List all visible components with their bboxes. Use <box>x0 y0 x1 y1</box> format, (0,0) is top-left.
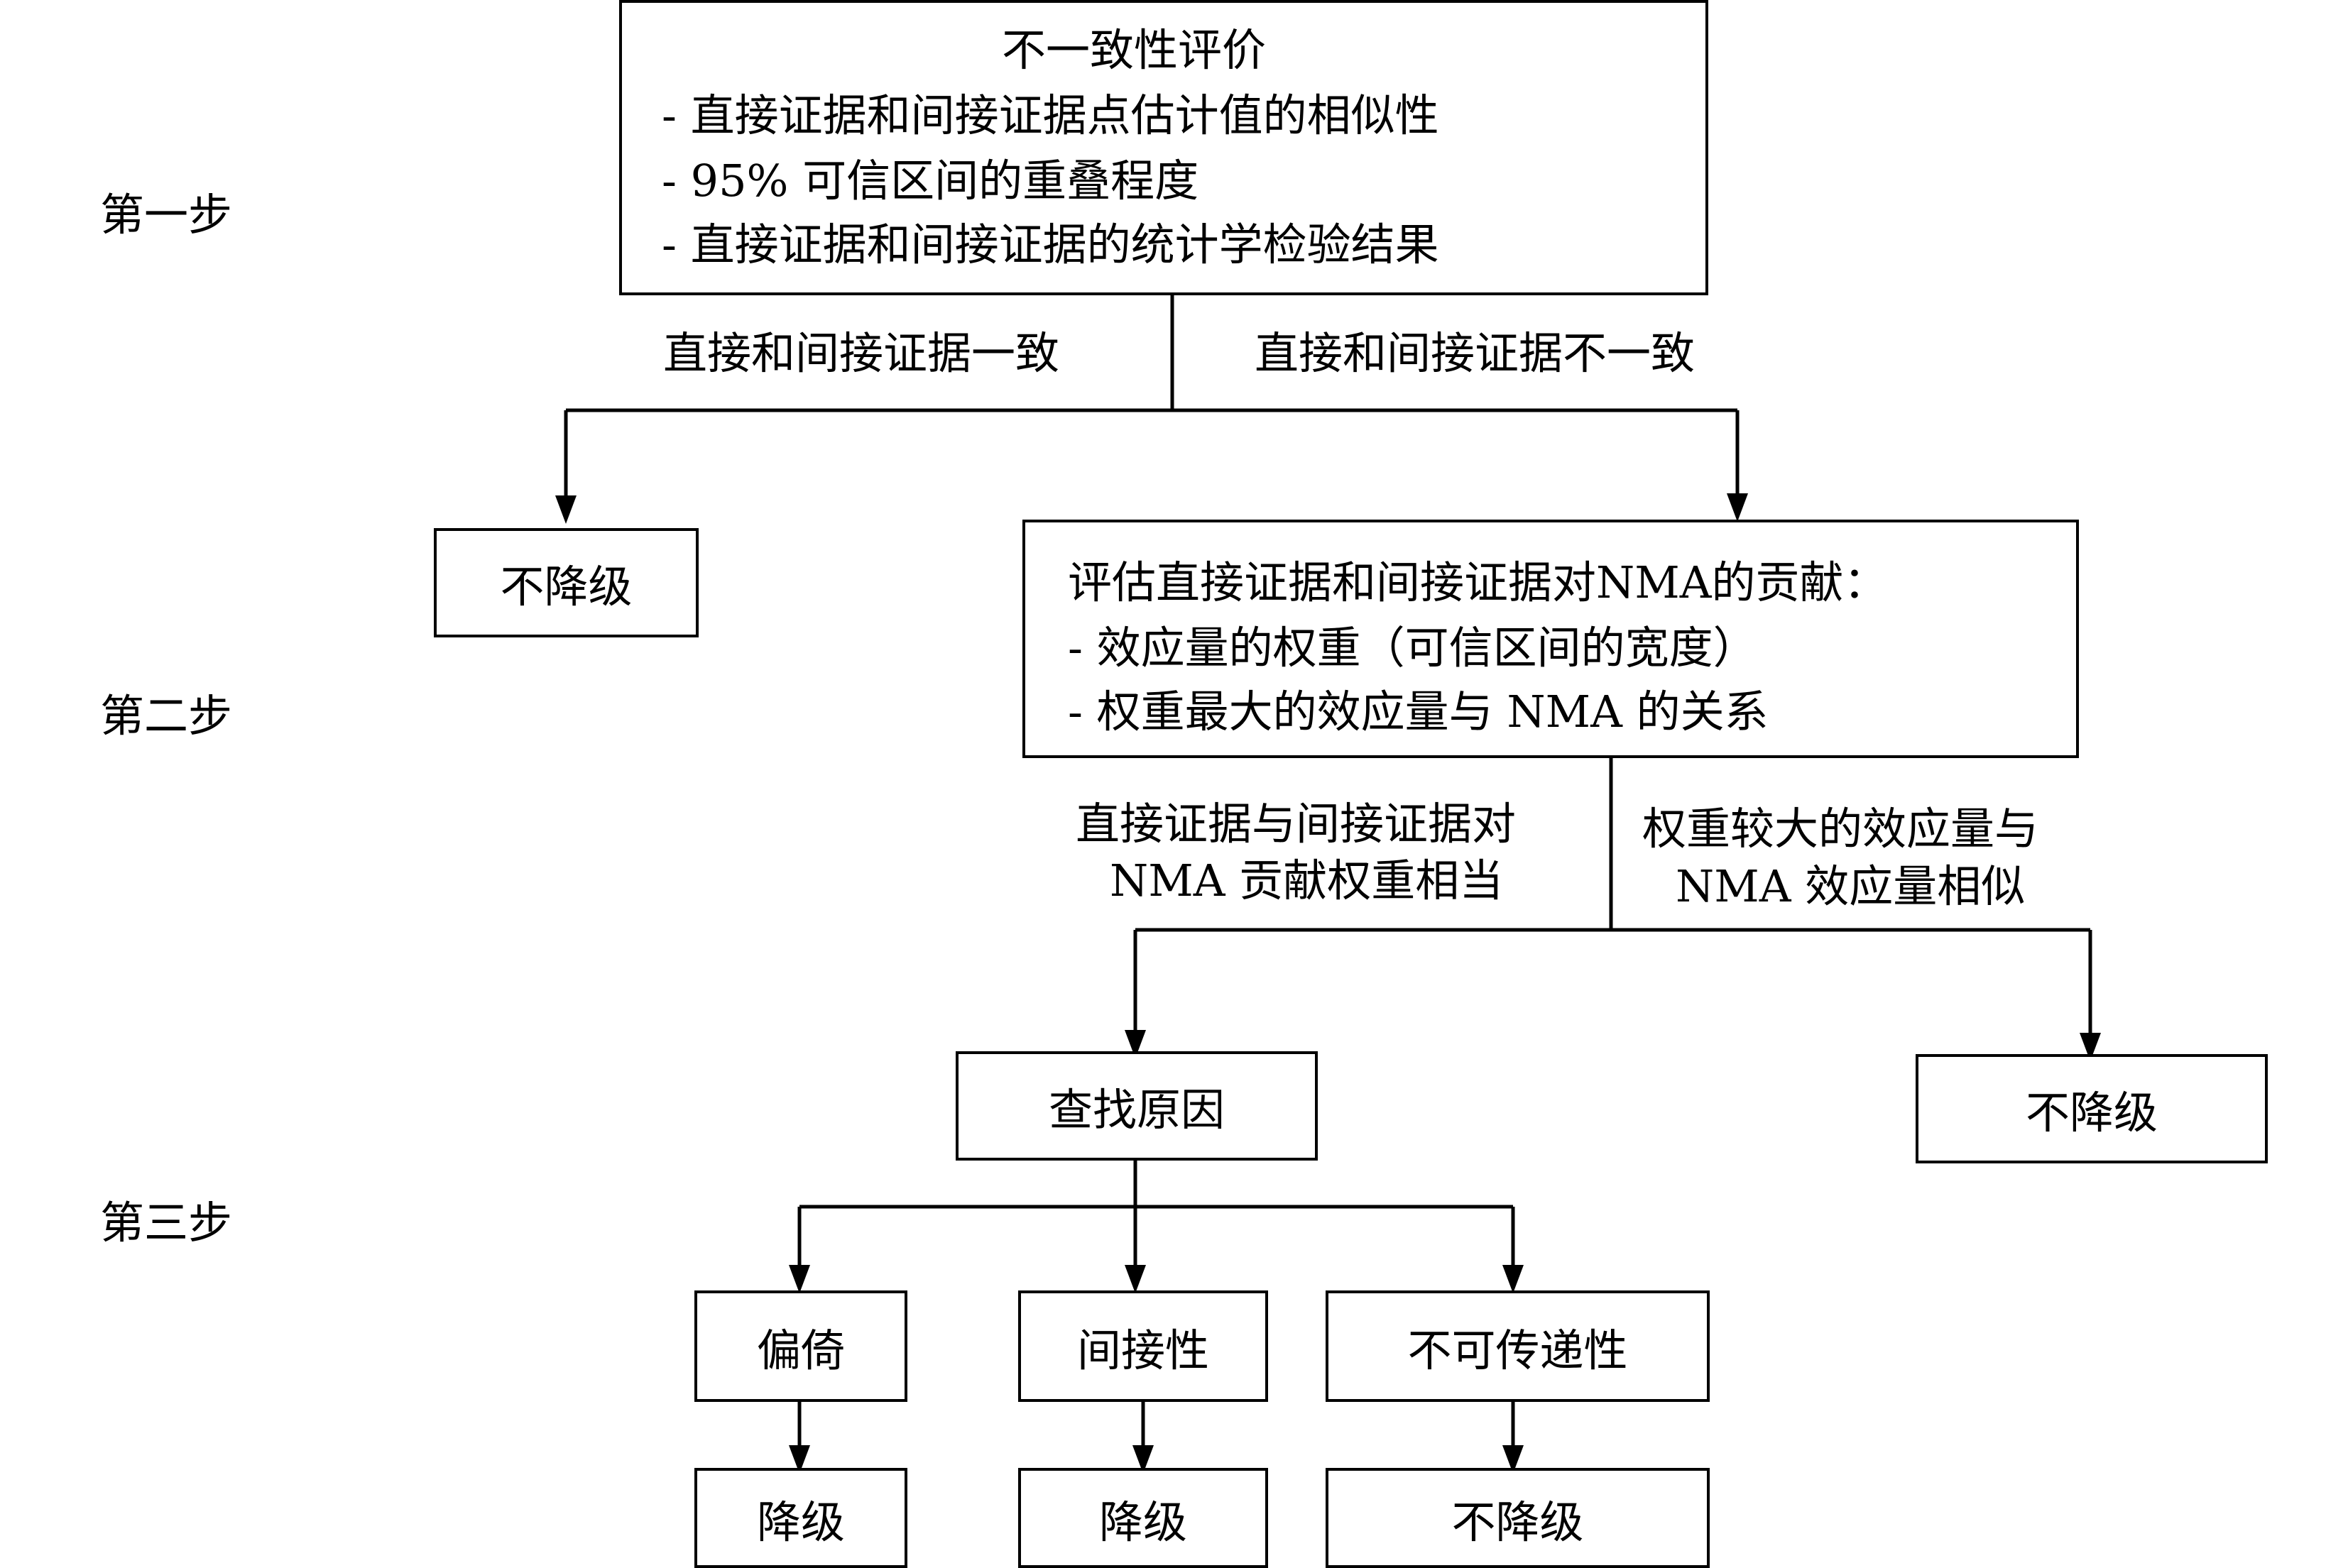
bias-outcome-arrowhead <box>789 1445 810 1474</box>
inconsistency-evaluation-box: 不一致性评价 - 直接证据和间接证据点估计值的相似性 - 95% 可信区间的重叠… <box>619 0 1708 295</box>
step2-similar-effect-label-line1: 权重较大的效应量与 <box>1642 803 2039 855</box>
bias-downgrade-label: 降级 <box>756 1496 845 1548</box>
step2-similar-effect-label-line2: NMA 效应量相似 <box>1676 860 2026 912</box>
intransitivity-no-downgrade-label: 不降级 <box>1451 1496 1584 1548</box>
criterion-max-weight-relation: - 权重最大的效应量与 NMA 的关系 <box>1068 686 1769 738</box>
step3-label: 第三步 <box>100 1197 233 1249</box>
step2-equal-weight-label-line1: 直接证据与间接证据对 <box>1076 798 1517 850</box>
contribution-assessment-box: 评估直接证据和间接证据对NMA的贡献： - 效应量的权重（可信区间的宽度） - … <box>1022 520 2079 758</box>
indirect-outcome-arrowhead <box>1132 1445 1154 1474</box>
step2-left-arrowhead <box>1125 1030 1146 1058</box>
step1-right-arrowhead <box>1727 493 1748 522</box>
step1-consistent-branch-label: 直接和间接证据一致 <box>663 327 1060 379</box>
indirectness-downgrade-label: 降级 <box>1098 1496 1187 1548</box>
criterion-point-estimate: - 直接证据和间接证据点估计值的相似性 <box>662 89 1439 141</box>
intrans-outcome-arrowhead <box>1502 1445 1524 1474</box>
find-cause-label: 查找原因 <box>1048 1084 1225 1136</box>
inconsistency-evaluation-title: 不一致性评价 <box>1002 24 1267 76</box>
step2-label: 第二步 <box>100 690 233 742</box>
step3-intrans-arrowhead <box>1502 1265 1524 1293</box>
criterion-statistical-test: - 直接证据和间接证据的统计学检验结果 <box>662 219 1439 270</box>
step2-no-downgrade-label: 不降级 <box>2025 1087 2158 1139</box>
step2-right-arrowhead <box>2080 1033 2101 1061</box>
step1-left-arrowhead <box>555 495 577 524</box>
step1-inconsistent-branch-label: 直接和间接证据不一致 <box>1255 327 1696 379</box>
bias-box: 偏倚 <box>694 1290 907 1402</box>
intransitivity-no-downgrade-box: 不降级 <box>1326 1468 1710 1568</box>
contribution-assessment-title: 评估直接证据和间接证据对NMA的贡献： <box>1068 557 1888 608</box>
indirectness-downgrade-box: 降级 <box>1018 1468 1268 1568</box>
step1-label: 第一步 <box>100 189 233 241</box>
bias-downgrade-box: 降级 <box>694 1468 907 1568</box>
criterion-effect-weight: - 效应量的权重（可信区间的宽度） <box>1068 622 1757 674</box>
indirectness-label: 间接性 <box>1076 1324 1209 1376</box>
bias-label: 偏倚 <box>756 1324 845 1376</box>
criterion-ci-overlap: - 95% 可信区间的重叠程度 <box>662 155 1199 207</box>
intransitivity-label: 不可传递性 <box>1407 1324 1628 1376</box>
step2-equal-weight-label-line2: NMA 贡献权重相当 <box>1110 855 1504 906</box>
indirectness-box: 间接性 <box>1018 1290 1268 1402</box>
step3-indirect-arrowhead <box>1125 1265 1146 1293</box>
find-cause-box: 查找原因 <box>956 1051 1318 1161</box>
step3-bias-arrowhead <box>789 1265 810 1293</box>
step1-no-downgrade-label: 不降级 <box>500 561 633 613</box>
step1-no-downgrade-box: 不降级 <box>434 528 699 637</box>
step2-no-downgrade-box: 不降级 <box>1916 1054 2268 1163</box>
intransitivity-box: 不可传递性 <box>1326 1290 1710 1402</box>
